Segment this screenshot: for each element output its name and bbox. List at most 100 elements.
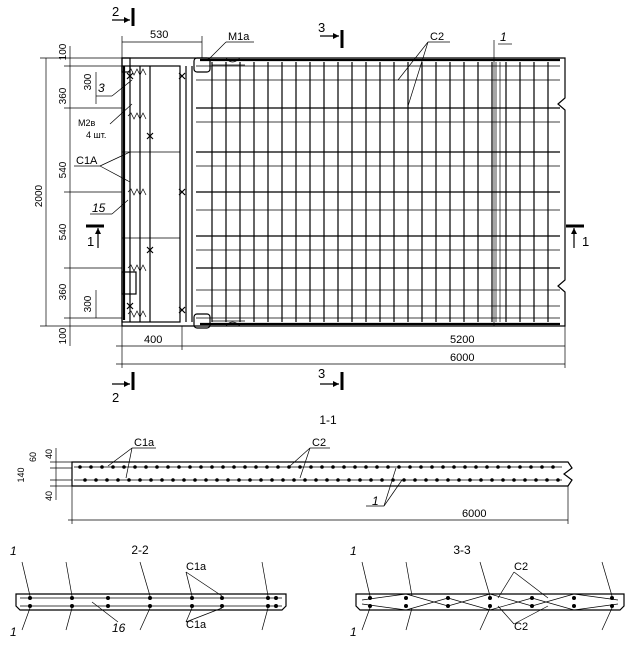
dim-6000: 6000 [450,352,474,364]
rebar-dots [78,465,560,482]
label-m2v-qty: 4 шт. [86,130,106,140]
rebar-dot [210,465,214,469]
rebar-dot [171,478,175,482]
zigzag-anchor [127,264,147,272]
dim-300-a: 300 [83,73,94,90]
leader-3 [111,79,133,97]
section-marks: 2 2 3 3 1 1 [86,4,589,405]
zigzag-bar-c2 [361,597,619,611]
rebar-dot [424,478,428,482]
rebar-dot [435,478,439,482]
rebar-dot [314,478,318,482]
leader [125,447,133,479]
section-2-top-label: 2 [112,4,119,19]
leader-c2 [407,41,429,107]
label-c2-plan: С2 [430,31,444,43]
rebar-dot [336,478,340,482]
zigzag-anchor [127,188,147,196]
rebar-dots [368,596,614,608]
section-2-2-outline [15,593,287,611]
label-15: 15 [92,201,106,215]
plan-callouts: М1а С2 1 3 М2в 4 шт. С1А 15 [74,30,512,215]
rebar-dot [220,596,224,600]
rebar-dot [182,478,186,482]
rebar-dot [266,596,270,600]
x-mark [178,188,186,196]
rebar-dot [111,465,115,469]
rebar-dot [89,465,93,469]
rebar-dot [610,596,614,600]
rebar-dot [281,478,285,482]
rebar-dot [221,465,225,469]
leader-m1a [207,41,227,61]
label-1-s11: 1 [372,494,379,508]
arrow-head [124,17,130,23]
leader-15 [111,199,129,215]
rebar-dot [133,465,137,469]
rebar-dot [452,465,456,469]
rebar-dot [518,465,522,469]
arrow-head [333,33,339,39]
label-16: 16 [112,621,126,635]
x-mark [146,246,154,254]
rebar-dot [342,465,346,469]
rebar-dot [397,465,401,469]
embedded-plate [121,271,137,295]
dim-300-b: 300 [83,295,94,312]
dim-360-bottom: 360 [58,283,69,300]
leader [513,605,549,625]
rebar-dot [479,478,483,482]
notch-bottom [225,321,241,327]
rebar-dot [490,478,494,482]
leader [261,607,269,631]
leader [289,447,311,467]
rebar-dot [232,465,236,469]
slab-outline [121,57,566,327]
rebar-dot [488,596,492,600]
rebar-dot [545,478,549,482]
rebar-dot [534,478,538,482]
dim-100-bottom: 100 [58,327,69,344]
rebar-dot [325,478,329,482]
embedded-plate [121,57,131,73]
section-2-bottom-label: 2 [112,390,119,405]
rebar-dot [303,478,307,482]
arrow-head [333,381,339,387]
rebar-dot [364,465,368,469]
rebar-dot [402,478,406,482]
rebar-dot [83,478,87,482]
leader [185,607,193,623]
leader [65,607,73,631]
rebar-dot [188,465,192,469]
rebar-dot [138,478,142,482]
rebar-dot [105,478,109,482]
rebar-dot [572,604,576,608]
longitudinal-bars [196,65,560,319]
rebar-dot [127,478,131,482]
rebar-dot [193,478,197,482]
rebar-dot [556,478,560,482]
dim-140: 140 [16,467,26,482]
rebar-dot [347,478,351,482]
arrow-head [95,228,101,234]
rebar-dot [78,465,82,469]
label-c2-bottom-s33: С2 [514,621,528,633]
label-3: 3 [98,81,105,95]
rebar-dot [368,604,372,608]
section-3-top-label: 3 [318,20,325,35]
rebar-dot [287,465,291,469]
rebar-dot [496,465,500,469]
rebar-dot [386,465,390,469]
rebar-dot [485,465,489,469]
leader [299,447,311,479]
label-c2-s11: С2 [312,437,326,449]
label-c1a-s11: С1а [134,437,155,449]
section-3-3: 3-3 1 1 С2 С2 [350,543,625,639]
dim-100-top: 100 [58,43,69,60]
rebar-dot [501,478,505,482]
rebar-dot [237,478,241,482]
rebar-dot [190,596,194,600]
leader [601,561,613,597]
dim-5200: 5200 [450,334,474,346]
